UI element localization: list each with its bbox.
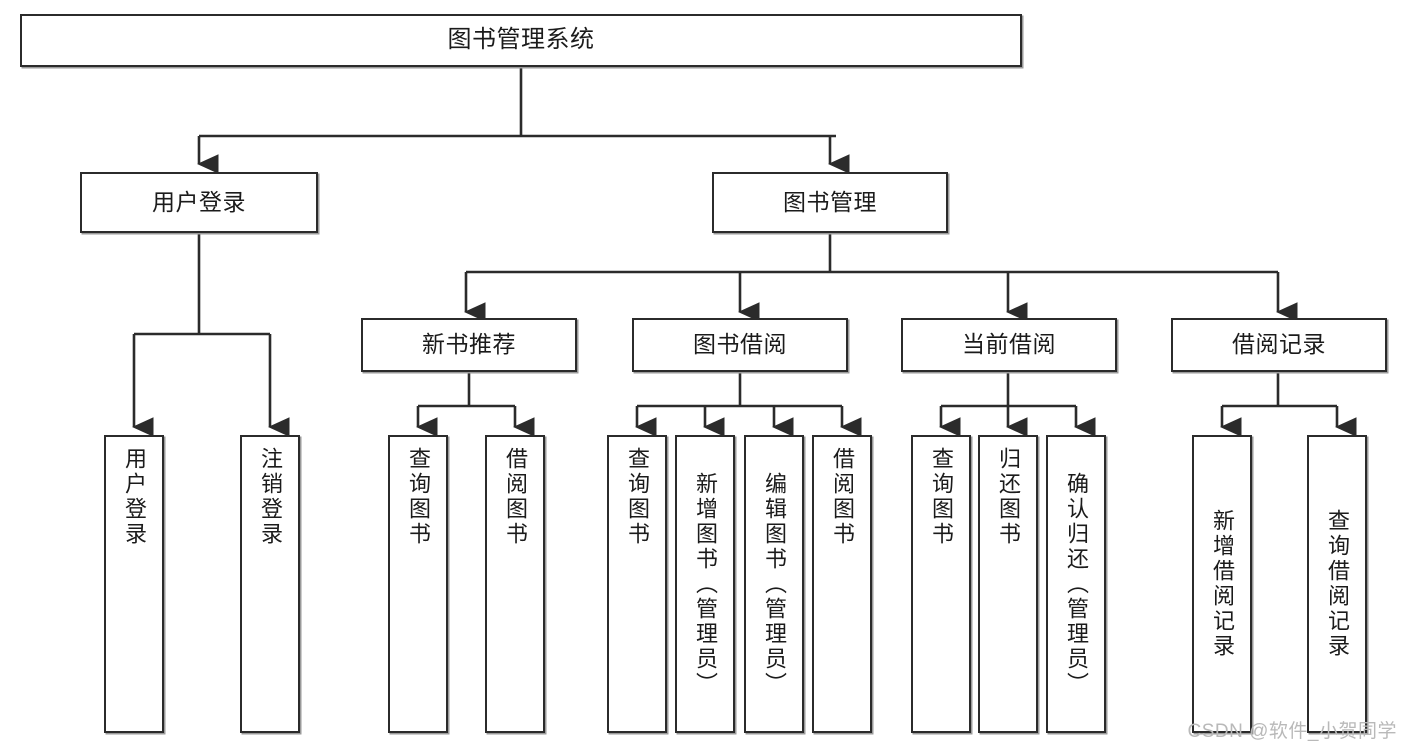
node-book-management[interactable]: 图书管理 <box>712 172 948 233</box>
node-label: 图书管理 <box>783 188 877 215</box>
node-label: 查询图书 <box>929 447 954 547</box>
leaf-add-book-admin[interactable]: 新增图书（管理员） <box>675 435 735 733</box>
leaf-query-book-current[interactable]: 查询图书 <box>911 435 971 733</box>
watermark: CSDN @软件_小贺同学 <box>1187 721 1397 742</box>
node-label: 用户登录 <box>122 447 147 547</box>
node-label: 编辑图书（管理员） <box>762 471 787 697</box>
node-root-system[interactable]: 图书管理系统 <box>20 14 1022 67</box>
node-label: 图书借阅 <box>693 331 787 358</box>
node-book-borrow[interactable]: 图书借阅 <box>632 318 848 372</box>
leaf-edit-book-admin[interactable]: 编辑图书（管理员） <box>744 435 804 733</box>
node-label: 归还图书 <box>996 447 1021 547</box>
node-label: 新书推荐 <box>422 331 516 358</box>
node-label: 当前借阅 <box>962 331 1056 358</box>
node-user-login[interactable]: 用户登录 <box>80 172 318 233</box>
leaf-borrow-book-recommend[interactable]: 借阅图书 <box>485 435 545 733</box>
node-label: 图书管理系统 <box>447 26 595 54</box>
node-label: 借阅记录 <box>1232 331 1326 358</box>
leaf-user-login[interactable]: 用户登录 <box>104 435 164 733</box>
node-label: 查询借阅记录 <box>1325 509 1350 659</box>
node-label: 新增图书（管理员） <box>693 471 718 697</box>
leaf-logout[interactable]: 注销登录 <box>240 435 300 733</box>
node-label: 查询图书 <box>625 447 650 547</box>
node-borrow-records[interactable]: 借阅记录 <box>1171 318 1387 372</box>
node-label: 新增借阅记录 <box>1210 509 1235 659</box>
node-label: 确认归还（管理员） <box>1064 471 1089 697</box>
node-label: 借阅图书 <box>830 447 855 547</box>
leaf-add-borrow-record[interactable]: 新增借阅记录 <box>1192 435 1252 733</box>
node-label: 用户登录 <box>152 188 246 215</box>
leaf-query-book-borrow[interactable]: 查询图书 <box>607 435 667 733</box>
leaf-return-book[interactable]: 归还图书 <box>978 435 1038 733</box>
node-label: 查询图书 <box>406 447 431 547</box>
node-label: 借阅图书 <box>503 447 528 547</box>
leaf-borrow-book[interactable]: 借阅图书 <box>812 435 872 733</box>
leaf-query-book-recommend[interactable]: 查询图书 <box>388 435 448 733</box>
node-label: 注销登录 <box>258 447 283 547</box>
node-current-borrow[interactable]: 当前借阅 <box>901 318 1117 372</box>
leaf-confirm-return-admin[interactable]: 确认归还（管理员） <box>1046 435 1106 733</box>
node-new-book-recommend[interactable]: 新书推荐 <box>361 318 577 372</box>
leaf-query-borrow-record[interactable]: 查询借阅记录 <box>1307 435 1367 733</box>
